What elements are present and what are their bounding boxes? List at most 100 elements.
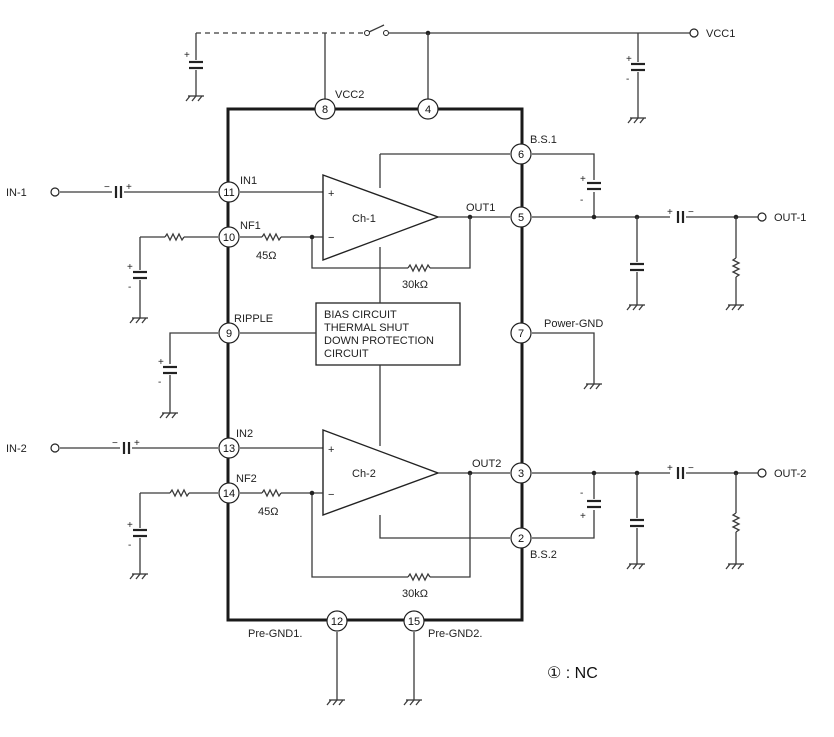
ch1-feedback-wire-right — [430, 217, 471, 269]
svg-text:11: 11 — [223, 187, 234, 199]
svg-text:+: + — [184, 50, 190, 61]
pin-8: 8 — [314, 98, 336, 120]
svg-text:−: − — [328, 232, 334, 244]
pin-12: 12 — [326, 610, 348, 632]
out2-zobel-capacitor — [630, 518, 644, 528]
svg-text:−: − — [688, 463, 694, 474]
ground-symbol-top-left — [185, 95, 204, 102]
ground-symbol-nf1 — [129, 317, 148, 324]
ch2-label: Ch-2 — [352, 468, 376, 480]
svg-text:−: − — [688, 207, 694, 218]
pin-10: 10 — [218, 226, 240, 248]
bs1-external-wire — [532, 153, 595, 180]
pin-2: 2 — [510, 527, 532, 549]
vcc2-label: VCC2 — [335, 89, 364, 101]
power-gnd-label: Power-GND — [544, 318, 603, 330]
bias-line-1: BIAS CIRCUIT — [324, 309, 397, 321]
in1-terminal — [50, 187, 60, 197]
bs2-internal-wire — [379, 515, 510, 539]
nf2-label: NF2 — [236, 473, 257, 485]
ground-symbol-vcc1 — [627, 117, 646, 124]
svg-text:-: - — [626, 74, 629, 85]
out1-load-resistor — [731, 257, 741, 278]
pin-14: 14 — [218, 482, 240, 504]
nf1-label: NF1 — [240, 220, 261, 232]
pin-7: 7 — [510, 322, 532, 344]
svg-text:+: + — [667, 463, 673, 474]
power-gnd-wire — [532, 332, 595, 384]
out2-label: OUT2 — [472, 458, 501, 470]
svg-text:13: 13 — [223, 443, 235, 455]
pin-9: 9 — [218, 322, 240, 344]
bias-circuit-block — [315, 302, 461, 366]
svg-text:+: + — [328, 444, 334, 456]
bs1-label: B.S.1 — [530, 134, 557, 146]
svg-text:−: − — [104, 182, 110, 193]
power-switch — [364, 24, 389, 36]
ripple-external-wire — [169, 332, 218, 364]
svg-text:2: 2 — [518, 533, 524, 545]
in1-terminal-label: IN-1 — [6, 187, 27, 199]
in2-coupling-capacitor: − + — [112, 438, 140, 454]
ground-symbol-out1-load — [725, 304, 744, 311]
pin-13: 13 — [218, 437, 240, 459]
in2-label: IN2 — [236, 428, 253, 440]
svg-text:−: − — [112, 438, 118, 449]
svg-text:+: + — [667, 207, 673, 218]
ripple-capacitor: + - — [158, 357, 177, 388]
svg-text:+: + — [158, 357, 164, 368]
nf1-outer-resistor — [164, 232, 185, 242]
in2-terminal — [50, 443, 60, 453]
nf1-capacitor: + - — [127, 262, 147, 293]
bias-line-3: DOWN PROTECTION — [324, 335, 434, 347]
ripple-label: RIPPLE — [234, 313, 273, 325]
ground-symbol-out1-cap — [626, 304, 645, 311]
nc-note: ① : NC — [547, 665, 598, 682]
nf2-outer-resistor — [169, 488, 190, 498]
pin-15: 15 — [403, 610, 425, 632]
bias-line-4: CIRCUIT — [324, 348, 369, 360]
nf2-45-ohm-resistor — [261, 488, 282, 498]
bs2-capacitor: - + — [580, 488, 601, 522]
svg-text:3: 3 — [518, 468, 524, 480]
ch2-feedback-wire-right — [430, 473, 471, 578]
bs2-label: B.S.2 — [530, 549, 557, 561]
pre-gnd1-label: Pre-GND1. — [248, 628, 302, 640]
vcc1-label: VCC1 — [706, 28, 735, 40]
svg-text:+: + — [626, 54, 632, 65]
ic-package-outline — [226, 107, 524, 622]
svg-text:12: 12 — [331, 616, 343, 628]
svg-text:-: - — [128, 540, 131, 551]
svg-text:+: + — [127, 520, 133, 531]
pin-3: 3 — [510, 462, 532, 484]
pin-6: 6 — [510, 143, 532, 165]
ground-symbol-nf2 — [129, 573, 148, 580]
out2-coupling-capacitor: + − — [667, 463, 694, 479]
svg-text:+: + — [134, 438, 140, 449]
svg-text:-: - — [580, 488, 583, 499]
nf2-45-label: 45Ω — [258, 506, 278, 518]
ch2-30k-resistor — [407, 572, 431, 582]
ground-symbol-power — [583, 383, 602, 390]
svg-text:4: 4 — [425, 104, 431, 116]
out1-label: OUT1 — [466, 202, 495, 214]
out1-terminal — [757, 212, 767, 222]
svg-text:14: 14 — [223, 488, 235, 500]
svg-text:7: 7 — [518, 328, 524, 340]
svg-text:10: 10 — [223, 232, 235, 244]
svg-text:5: 5 — [518, 212, 524, 224]
svg-text:+: + — [580, 511, 586, 522]
svg-text:-: - — [128, 282, 131, 293]
ch1-feedback-wire-left — [311, 237, 408, 269]
ground-symbol-out2-load — [725, 563, 744, 570]
ch2-amplifier — [322, 428, 441, 517]
pin-5: 5 — [510, 206, 532, 228]
nf1-45-label: 45Ω — [256, 250, 276, 262]
ch2-30k-label: 30kΩ — [402, 588, 428, 600]
vcc-decoupling-capacitor: + — [184, 50, 203, 70]
svg-text:+: + — [126, 182, 132, 193]
nf2-capacitor: + - — [127, 520, 147, 551]
out1-coupling-capacitor: + − — [667, 207, 694, 223]
out2-terminal — [757, 468, 767, 478]
svg-text:9: 9 — [226, 328, 232, 340]
